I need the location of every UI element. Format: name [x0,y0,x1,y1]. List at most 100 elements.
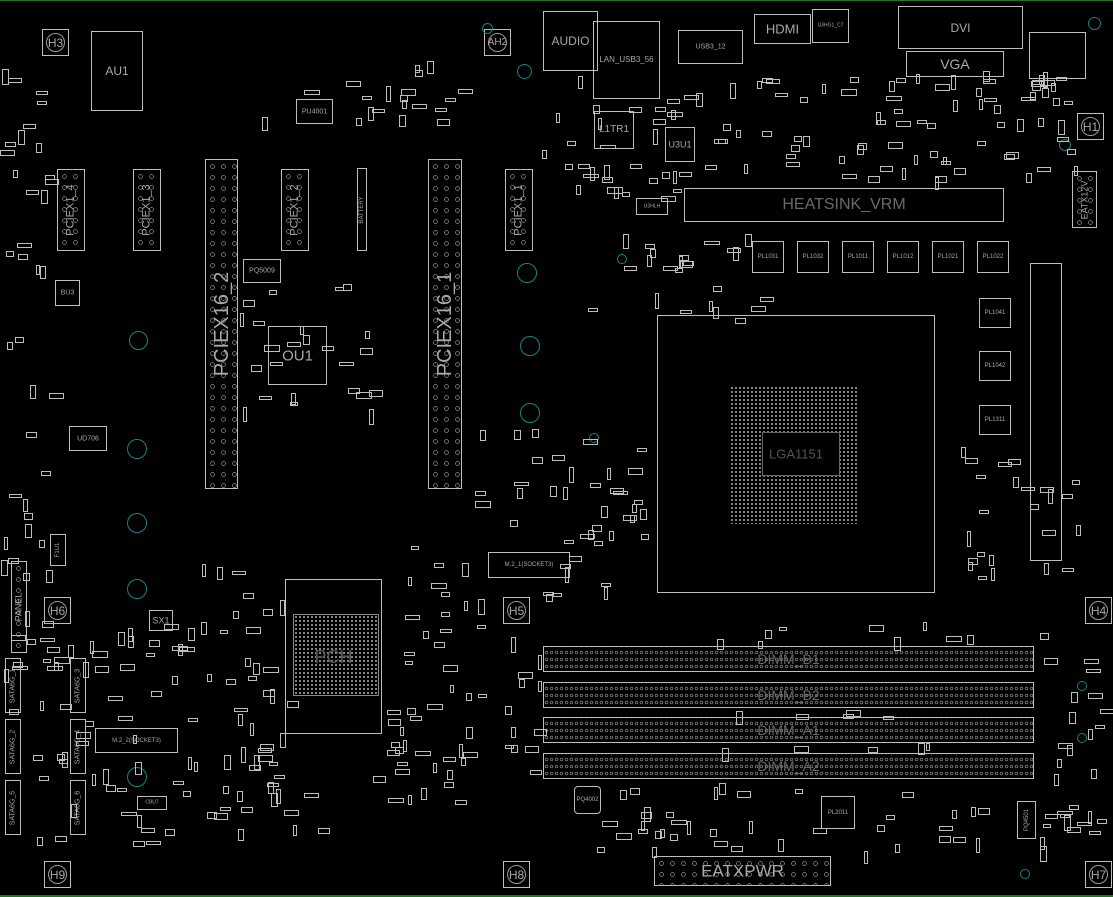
smd-component[interactable] [290,392,296,405]
smd-component[interactable] [1067,745,1074,757]
smd-component[interactable] [965,457,979,464]
smd-component[interactable] [207,674,213,683]
smd-component[interactable] [1057,137,1070,143]
smd-component[interactable] [593,540,603,546]
smd-component[interactable] [758,640,764,649]
smd-component[interactable] [475,500,492,508]
smd-component[interactable] [400,88,416,96]
smd-component[interactable] [600,505,608,518]
smd-component[interactable] [577,76,583,90]
smd-component[interactable] [188,628,196,642]
inductor-pl1032[interactable]: PL1032 [797,241,829,273]
smd-component[interactable] [917,120,928,125]
smd-component[interactable] [455,799,468,805]
smd-component[interactable] [134,762,142,776]
smd-component[interactable] [938,835,951,843]
smd-component[interactable] [1021,486,1036,491]
smd-component[interactable] [913,154,918,165]
smd-component[interactable] [263,345,280,353]
smd-component[interactable] [1087,810,1092,824]
smd-component[interactable] [443,781,454,788]
smd-component[interactable] [136,815,142,829]
smd-component[interactable] [342,284,352,292]
smd-component[interactable] [445,97,456,102]
smd-component[interactable] [599,145,616,150]
cpu-socket[interactable]: LGA1151 [657,315,935,593]
smd-component[interactable] [983,71,991,83]
smd-component[interactable] [638,829,649,835]
smd-component[interactable] [1061,568,1074,573]
mounting-hole-h8[interactable]: H8 [503,861,530,888]
smd-component[interactable] [661,195,677,202]
smd-component[interactable] [92,773,97,786]
smd-component[interactable] [339,362,355,367]
smd-component[interactable] [1037,118,1044,128]
smd-component[interactable] [23,123,37,129]
smd-component[interactable] [887,141,903,149]
smd-component[interactable] [709,829,717,838]
inductor-pl1311[interactable]: PL1311 [979,405,1011,435]
smd-component[interactable] [460,758,466,767]
smd-component[interactable] [245,627,261,635]
smd-component[interactable] [394,747,404,755]
smd-component[interactable] [405,661,414,666]
smd-component[interactable] [686,820,691,835]
smd-component[interactable] [735,318,747,325]
smd-component[interactable] [1062,493,1074,499]
smd-component[interactable] [1072,480,1081,486]
smd-component[interactable] [990,567,995,581]
smd-component[interactable] [966,531,971,548]
smd-component[interactable] [926,122,936,129]
smd-component[interactable] [253,321,266,327]
smd-component[interactable] [886,814,896,820]
smd-component[interactable] [640,533,649,540]
smd-component[interactable] [984,98,998,103]
smd-component[interactable] [976,141,986,147]
smd-component[interactable] [478,694,488,699]
smd-component[interactable] [850,77,860,84]
smd-component[interactable] [241,807,254,814]
smd-component[interactable] [270,362,284,367]
u3hlh-chip[interactable]: U3HLH [636,198,668,215]
sata6g-3-connector[interactable]: SATA6G_3 [70,658,86,713]
smd-component[interactable] [1076,525,1082,537]
smd-component[interactable] [762,77,774,83]
smd-component[interactable] [517,487,524,499]
smd-component[interactable] [25,610,31,627]
smd-component[interactable] [242,299,255,307]
smd-component[interactable] [441,592,451,598]
smd-component[interactable] [841,88,858,96]
smd-component[interactable] [524,746,539,754]
smd-component[interactable] [894,109,904,115]
smd-component[interactable] [983,79,997,85]
mounting-hole-ah2[interactable]: AH2 [484,29,511,56]
smd-component[interactable] [631,504,637,514]
smd-component[interactable] [940,160,951,165]
smd-component[interactable] [588,308,599,313]
smd-component[interactable] [722,747,730,762]
smd-component[interactable] [842,174,858,180]
smd-component[interactable] [440,629,453,634]
smd-component[interactable] [60,703,73,710]
smd-component[interactable] [1025,173,1032,184]
smd-component[interactable] [371,109,385,114]
smd-component[interactable] [998,461,1013,467]
smd-component[interactable] [960,447,966,459]
smd-component[interactable] [659,829,665,839]
smd-component[interactable] [915,73,920,84]
pq4002-mosfet[interactable]: PQ4002 [574,786,601,814]
smd-component[interactable] [778,838,785,852]
smd-component[interactable] [395,768,411,775]
smd-component[interactable] [504,705,512,715]
smd-component[interactable] [633,499,643,505]
smd-component[interactable] [950,75,956,91]
smd-component[interactable] [876,119,886,125]
smd-component[interactable] [630,787,641,795]
u3hg1-chip[interactable]: U3HG1_C7 [812,9,849,43]
smd-component[interactable] [400,95,409,103]
smd-component[interactable] [885,95,902,101]
smd-component[interactable] [94,665,109,673]
smd-component[interactable] [268,762,278,767]
panel-header[interactable]: PANEL [11,561,27,653]
smd-component[interactable] [510,636,516,653]
